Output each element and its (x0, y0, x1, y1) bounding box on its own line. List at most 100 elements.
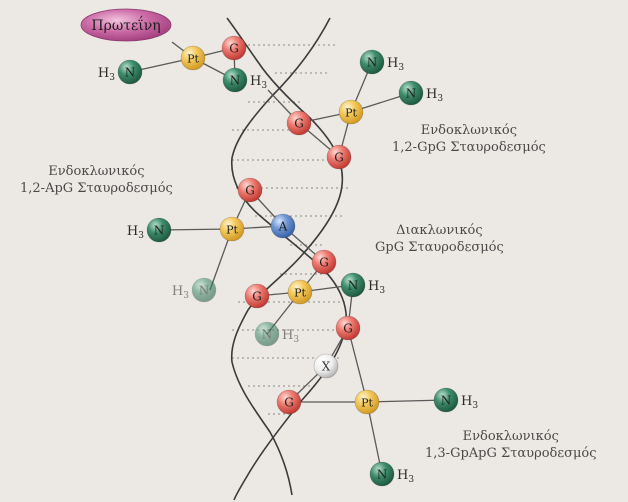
unknown-base-node-ball (313, 353, 339, 379)
label-line: Ενδοκλωνικός (48, 164, 145, 179)
guanine-node-ball (221, 35, 247, 61)
amine-nitrogen-node-ball (340, 272, 366, 298)
adenine-node: A (270, 213, 296, 239)
guanine-node-ball (335, 315, 361, 341)
platinum-node-ball (354, 389, 380, 415)
h3-label: H3 (98, 66, 115, 83)
guanine-node: G (286, 110, 312, 136)
amine-nitrogen-node-ball (222, 67, 248, 93)
platinum-node-symbol: Pt (361, 397, 373, 410)
amine-nitrogen-node: N H3 (340, 272, 385, 298)
amine-nitrogen-node: N H3 (98, 59, 143, 85)
unknown-base-node: X (313, 353, 339, 379)
guanine-node: G (335, 315, 361, 341)
guanine-node: G (276, 389, 302, 415)
amine-nitrogen-node: N H3 (369, 461, 414, 487)
platinum-node: Pt (219, 216, 245, 242)
amine-nitrogen-node-symbol: N (199, 284, 210, 298)
platinum-node: Pt (180, 45, 206, 71)
protein-node: Πρωτεΐνη (80, 8, 172, 42)
guanine-node: G (326, 144, 352, 170)
unknown-base-node-symbol: X (322, 360, 331, 374)
label-line: 1,2-ApG Σταυροδεσμός (20, 181, 173, 196)
amine-nitrogen-node-ball (191, 277, 217, 303)
h3-label: H3 (426, 87, 443, 104)
amine-nitrogen-node: N H3 (222, 67, 267, 93)
amine-nitrogen-node-ball (433, 387, 459, 413)
platinum-node: Pt (354, 389, 380, 415)
guanine-node-symbol: G (294, 117, 304, 131)
h3-label: H3 (368, 279, 385, 296)
guanine-node-symbol: G (334, 151, 344, 165)
label-line: Ενδοκλωνικός (420, 123, 518, 138)
amine-nitrogen-node-symbol: N (262, 328, 273, 342)
h3-label: H3 (387, 56, 404, 73)
label-line: GpG Σταυροδεσμός (375, 240, 504, 255)
guanine-node: G (221, 35, 247, 61)
amine-nitrogen-node: N H3 (172, 277, 217, 303)
amine-nitrogen-node-symbol: N (154, 224, 165, 238)
adenine-node-symbol: A (278, 220, 288, 234)
amine-nitrogen-node-symbol: N (367, 56, 378, 70)
guanine-node-symbol: G (343, 322, 353, 336)
guanine-node: G (244, 283, 270, 309)
amine-nitrogen-node: N H3 (127, 217, 172, 243)
guanine-node-ball (286, 110, 312, 136)
guanine-node-symbol: G (284, 396, 294, 410)
label-interstrand-gpg: Διακλωνικός GpG Σταυροδεσμός (375, 222, 504, 256)
platinum-node-ball (180, 45, 206, 71)
amine-nitrogen-node-ball (117, 59, 143, 85)
guanine-node-ball (237, 177, 263, 203)
amine-nitrogen-node-ball (359, 49, 385, 75)
guanine-node: G (237, 177, 263, 203)
platinum-node-ball (219, 216, 245, 242)
amine-nitrogen-node: N H3 (433, 387, 478, 413)
platinum-node-symbol: Pt (187, 53, 199, 66)
label-line: 1,3-GpApG Σταυροδεσμός (425, 446, 597, 461)
platinum-node-ball (338, 99, 364, 125)
amine-nitrogen-node-symbol: N (377, 468, 388, 482)
h3-label: H3 (127, 224, 144, 241)
platinum-node: Pt (287, 279, 313, 305)
platinum-node: Pt (338, 99, 364, 125)
guanine-node-symbol: G (245, 184, 255, 198)
guanine-node-symbol: G (319, 256, 329, 270)
amine-nitrogen-node-ball (398, 80, 424, 106)
amine-nitrogen-node: N H3 (398, 80, 443, 106)
guanine-node-ball (244, 283, 270, 309)
platinum-node-ball (287, 279, 313, 305)
guanine-node-symbol: G (229, 42, 239, 56)
amine-nitrogen-node-symbol: N (348, 279, 359, 293)
amine-nitrogen-node: N H3 (359, 49, 404, 75)
platinum-node-symbol: Pt (226, 224, 238, 237)
label-line: Ενδοκλωνικός (462, 429, 559, 444)
amine-nitrogen-node-symbol: N (441, 394, 452, 408)
label-intrastrand-gpapg: Ενδοκλωνικός 1,3-GpApG Σταυροδεσμός (425, 428, 597, 462)
platinum-node-symbol: Pt (345, 107, 357, 120)
amine-nitrogen-node-symbol: N (125, 66, 136, 80)
h3-label: H3 (397, 468, 414, 485)
guanine-node-ball (311, 249, 337, 275)
amine-nitrogen-node-ball (146, 217, 172, 243)
label-line: Διακλωνικός (396, 223, 483, 238)
guanine-node-symbol: G (252, 290, 262, 304)
protein-label: Πρωτεΐνη (91, 14, 160, 34)
h3-label: H3 (461, 394, 478, 411)
guanine-node-ball (276, 389, 302, 415)
h3-label: H3 (250, 74, 267, 91)
label-line: 1,2-GpG Σταυροδεσμός (392, 140, 546, 155)
guanine-node: G (311, 249, 337, 275)
guanine-node-ball (326, 144, 352, 170)
adenine-node-ball (270, 213, 296, 239)
label-intrastrand-apg: Ενδοκλωνικός 1,2-ApG Σταυροδεσμός (20, 163, 173, 197)
h3-label: H3 (282, 328, 299, 345)
amine-nitrogen-node-ball (254, 321, 280, 347)
h3-label: H3 (172, 284, 189, 301)
amine-nitrogen-node-symbol: N (406, 87, 417, 101)
label-intrastrand-gpg: Ενδοκλωνικός 1,2-GpG Σταυροδεσμός (392, 122, 546, 156)
amine-nitrogen-node-symbol: N (230, 74, 241, 88)
platinum-node-symbol: Pt (294, 287, 306, 300)
